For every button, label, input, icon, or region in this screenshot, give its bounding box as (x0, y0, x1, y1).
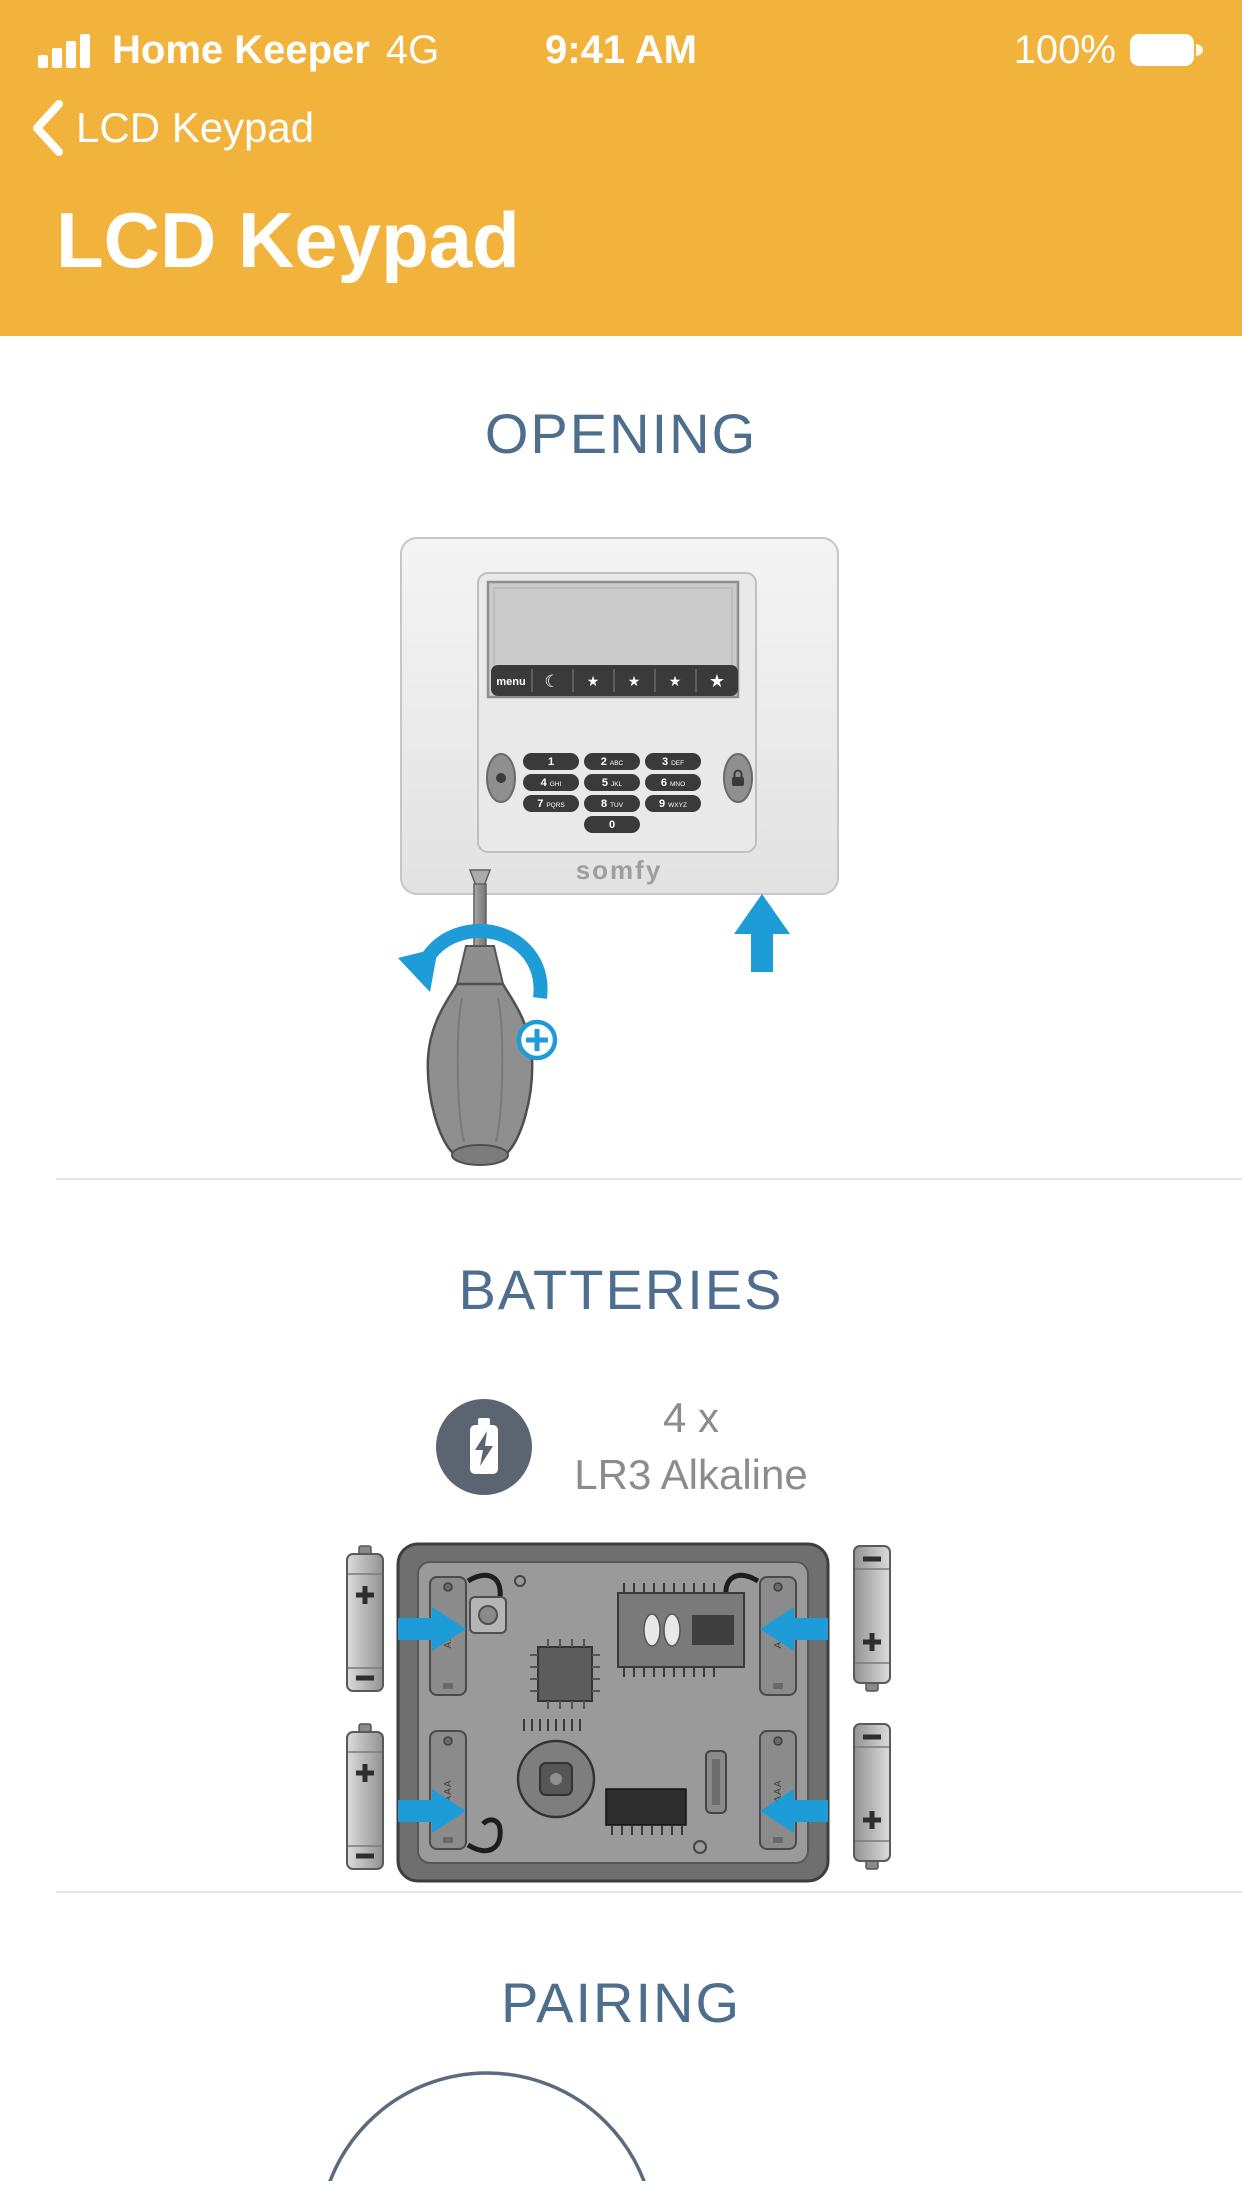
somfy-logo: somfy (576, 855, 663, 885)
section-pairing-title: PAIRING (500, 1971, 742, 2035)
battery-icon (1130, 32, 1204, 68)
aaa-battery (854, 1724, 890, 1869)
lift-arrow-icon (734, 893, 790, 972)
pairing-figure-partial (328, 2071, 646, 2182)
section-divider (56, 1177, 1242, 1180)
rotate-arrow-icon (398, 923, 548, 999)
left-oval-button (486, 752, 516, 803)
section-divider (56, 1891, 1242, 1894)
menu-button-label: menu (496, 676, 525, 688)
batteries-figure: AAA AAA AAA AAA (0, 1542, 1242, 1883)
insert-arrow-icon (398, 1607, 466, 1652)
battery-slot: AAA (759, 1730, 797, 1851)
aaa-battery (347, 1724, 383, 1869)
battery-percent-label: 100% (1013, 27, 1116, 72)
screwdriver-icon (426, 869, 534, 1166)
aaa-battery (347, 1546, 383, 1691)
key-0: 0 (609, 819, 615, 831)
page-title: LCD Keypad (56, 196, 520, 284)
circuit-board-components (469, 1575, 745, 1855)
night-mode-icon: ☾ (544, 672, 559, 691)
carrier-label: Home Keeper (112, 27, 370, 72)
battery-spec: 4 x LR3 Alkaline (0, 1390, 1242, 1503)
lock-oval-button (723, 752, 753, 803)
insert-arrow-icon (760, 1607, 828, 1652)
svg-text:AAA: AAA (443, 1780, 454, 1803)
key-1: 1 (548, 756, 554, 768)
back-button[interactable]: LCD Keypad (30, 99, 314, 157)
star-button-icon: ★ (628, 673, 641, 689)
signal-strength-icon (38, 32, 96, 68)
function-button-bar: menu ☾ ★ ★ ★ ★ (491, 664, 738, 696)
status-bar: Home Keeper 4G 9:41 AM 100% (0, 0, 1242, 86)
device-back-illustration: AAA AAA AAA AAA (396, 1542, 830, 1883)
battery-slot: AAA (429, 1730, 467, 1851)
insert-arrow-icon (398, 1789, 466, 1834)
insert-arrow-icon (760, 1789, 828, 1834)
section-batteries-title: BATTERIES (458, 1257, 784, 1321)
aaa-battery (854, 1546, 890, 1691)
opening-figure: menu ☾ ★ ★ ★ ★ (398, 536, 839, 1166)
header-area: Home Keeper 4G 9:41 AM 100% (0, 0, 1242, 336)
star-button-icon: ★ (587, 673, 600, 689)
back-chevron-icon (30, 99, 66, 157)
back-label: LCD Keypad (76, 104, 315, 151)
star-button-icon: ★ (669, 673, 682, 689)
phillips-screw-icon (516, 1019, 558, 1061)
battery-type: LR3 Alkaline (574, 1450, 808, 1498)
network-label: 4G (385, 27, 440, 72)
section-opening-title: OPENING (484, 401, 758, 465)
nav-bar: LCD Keypad (0, 96, 1242, 160)
keypad-device-illustration: menu ☾ ★ ★ ★ ★ (400, 536, 839, 895)
wire (466, 1817, 503, 1854)
svg-text:AAA: AAA (773, 1780, 784, 1803)
star-button-icon: ★ (709, 671, 725, 691)
content-area: OPENING (0, 399, 1242, 2182)
battery-badge-icon (434, 1397, 534, 1497)
time-label: 9:41 AM (545, 27, 697, 72)
battery-qty: 4 x (662, 1393, 719, 1441)
